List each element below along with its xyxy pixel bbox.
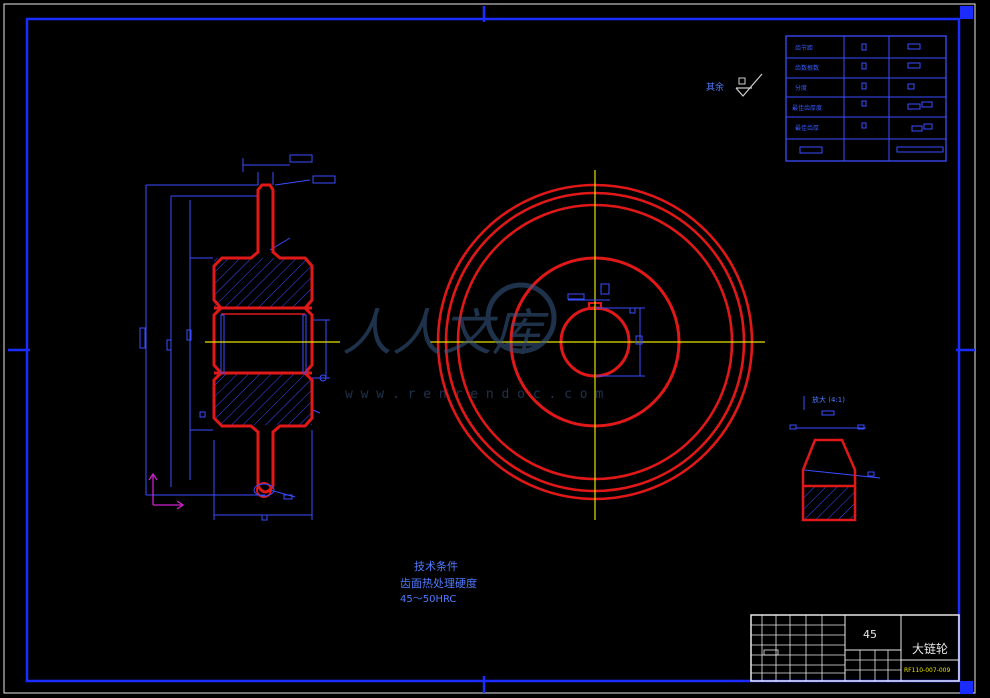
- svg-text:最佳齿厚度: 最佳齿厚度: [792, 104, 822, 112]
- tech-notes: 技术条件 齿面热处理硬度 45～50HRC: [400, 559, 477, 605]
- svg-text:齿数根数: 齿数根数: [795, 64, 819, 72]
- svg-text:人人文库: 人人文库: [342, 304, 549, 362]
- front-view: [430, 170, 765, 520]
- svg-text:放大 (4:1): 放大 (4:1): [812, 395, 845, 404]
- tech-notes-title: 技术条件: [414, 559, 458, 573]
- svg-text:分度: 分度: [795, 84, 807, 92]
- roughness-symbol: 其余: [706, 73, 763, 97]
- watermark: 人人文库 w w w . r e n r e n d o c . c o m: [342, 282, 603, 402]
- corner-blocks: [960, 6, 973, 694]
- part-name: 大链轮: [912, 641, 948, 656]
- detail-view: 放大 (4:1): [789, 395, 881, 522]
- parameter-table: 齿节距 齿数根数 分度 最佳齿厚度 最佳齿厚: [785, 35, 947, 162]
- section-outline: [212, 183, 314, 494]
- svg-text:w w w . r e n r e n d o c . c: w w w . r e n r e n d o c . c o m: [345, 387, 603, 402]
- ucs-icon: [148, 472, 185, 510]
- svg-text:最佳齿厚: 最佳齿厚: [795, 124, 819, 132]
- outer-border: [3, 3, 976, 694]
- drawing-number: RF110-007-009: [904, 667, 950, 674]
- center-marks: [8, 6, 975, 693]
- hatch-lower: [214, 373, 312, 425]
- section-view: [139, 154, 340, 521]
- tech-notes-line1: 齿面热处理硬度: [400, 576, 477, 590]
- material-label: 45: [863, 628, 877, 641]
- tech-notes-line2: 45～50HRC: [400, 594, 456, 605]
- hatch-upper: [214, 258, 312, 308]
- svg-text:齿节距: 齿节距: [795, 44, 813, 52]
- title-block: 45 大链轮 RF110-007-009: [750, 614, 960, 682]
- svg-text:其余: 其余: [706, 81, 724, 93]
- section-dimensions: [139, 154, 336, 521]
